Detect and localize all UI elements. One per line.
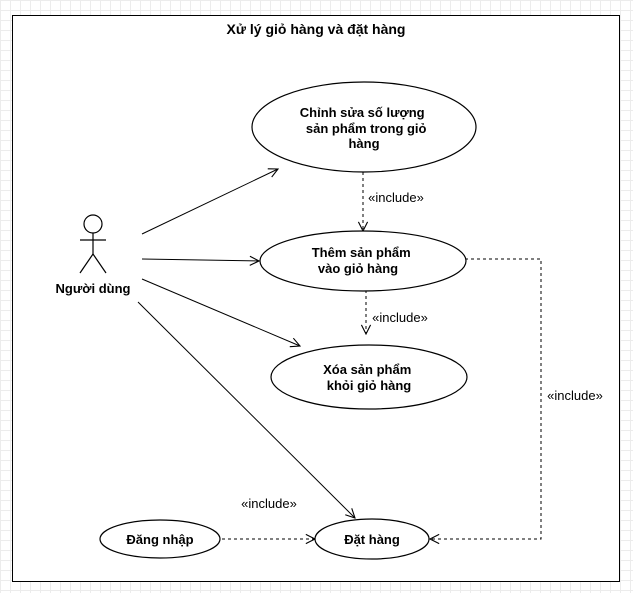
use-case-add-product-line-1: Thêm sản phẩm bbox=[312, 245, 411, 260]
use-case-edit-quantity-line-3: hàng bbox=[348, 136, 379, 151]
system-title: Xử lý giỏ hàng và đặt hàng bbox=[227, 21, 406, 37]
association-edit bbox=[141, 169, 278, 235]
use-case-place-order[interactable]: Đặt hàng bbox=[314, 518, 430, 560]
svg-text:Xóa sản phẩm khỏi giỏ hà: Xóa sản phẩm khỏi giỏ hàng bbox=[323, 362, 415, 393]
include-label-4: «include» bbox=[241, 496, 297, 511]
include-label-1: «include» bbox=[368, 190, 424, 205]
use-case-remove-product-line-2: khỏi giỏ hàng bbox=[327, 378, 412, 393]
association-add bbox=[141, 259, 259, 261]
use-case-edit-quantity-line-2: sản phẩm trong giỏ bbox=[306, 121, 427, 136]
association-order bbox=[137, 301, 355, 518]
use-case-login-label: Đăng nhập bbox=[126, 532, 193, 547]
use-case-remove-product-line-1: Xóa sản phẩm bbox=[323, 362, 411, 377]
association-remove bbox=[141, 278, 300, 346]
include-add-to-order bbox=[430, 258, 542, 539]
use-case-edit-quantity-line-1: Chỉnh sửa số lượng bbox=[300, 105, 425, 120]
include-label-3: «include» bbox=[547, 388, 603, 403]
svg-text:Thêm sản phẩm vào giỏ hà: Thêm sản phẩm vào giỏ hàng bbox=[312, 245, 415, 276]
actor-label: Người dùng bbox=[56, 281, 131, 296]
use-case-remove-product[interactable]: Xóa sản phẩm khỏi giỏ hàng bbox=[270, 344, 468, 410]
actor-figure bbox=[79, 214, 107, 274]
include-label-2: «include» bbox=[372, 310, 428, 325]
svg-text:Chỉnh sửa số lượng sản p: Chỉnh sửa số lượng sản phẩm trong giỏ hà… bbox=[300, 105, 430, 151]
use-case-place-order-label: Đặt hàng bbox=[344, 532, 400, 547]
use-case-edit-quantity[interactable]: Chỉnh sửa số lượng sản phẩm trong giỏ hà… bbox=[251, 81, 477, 173]
use-case-login[interactable]: Đăng nhập bbox=[99, 519, 221, 559]
use-case-add-product[interactable]: Thêm sản phẩm vào giỏ hàng bbox=[259, 230, 467, 292]
use-case-add-product-line-2: vào giỏ hàng bbox=[318, 261, 398, 276]
